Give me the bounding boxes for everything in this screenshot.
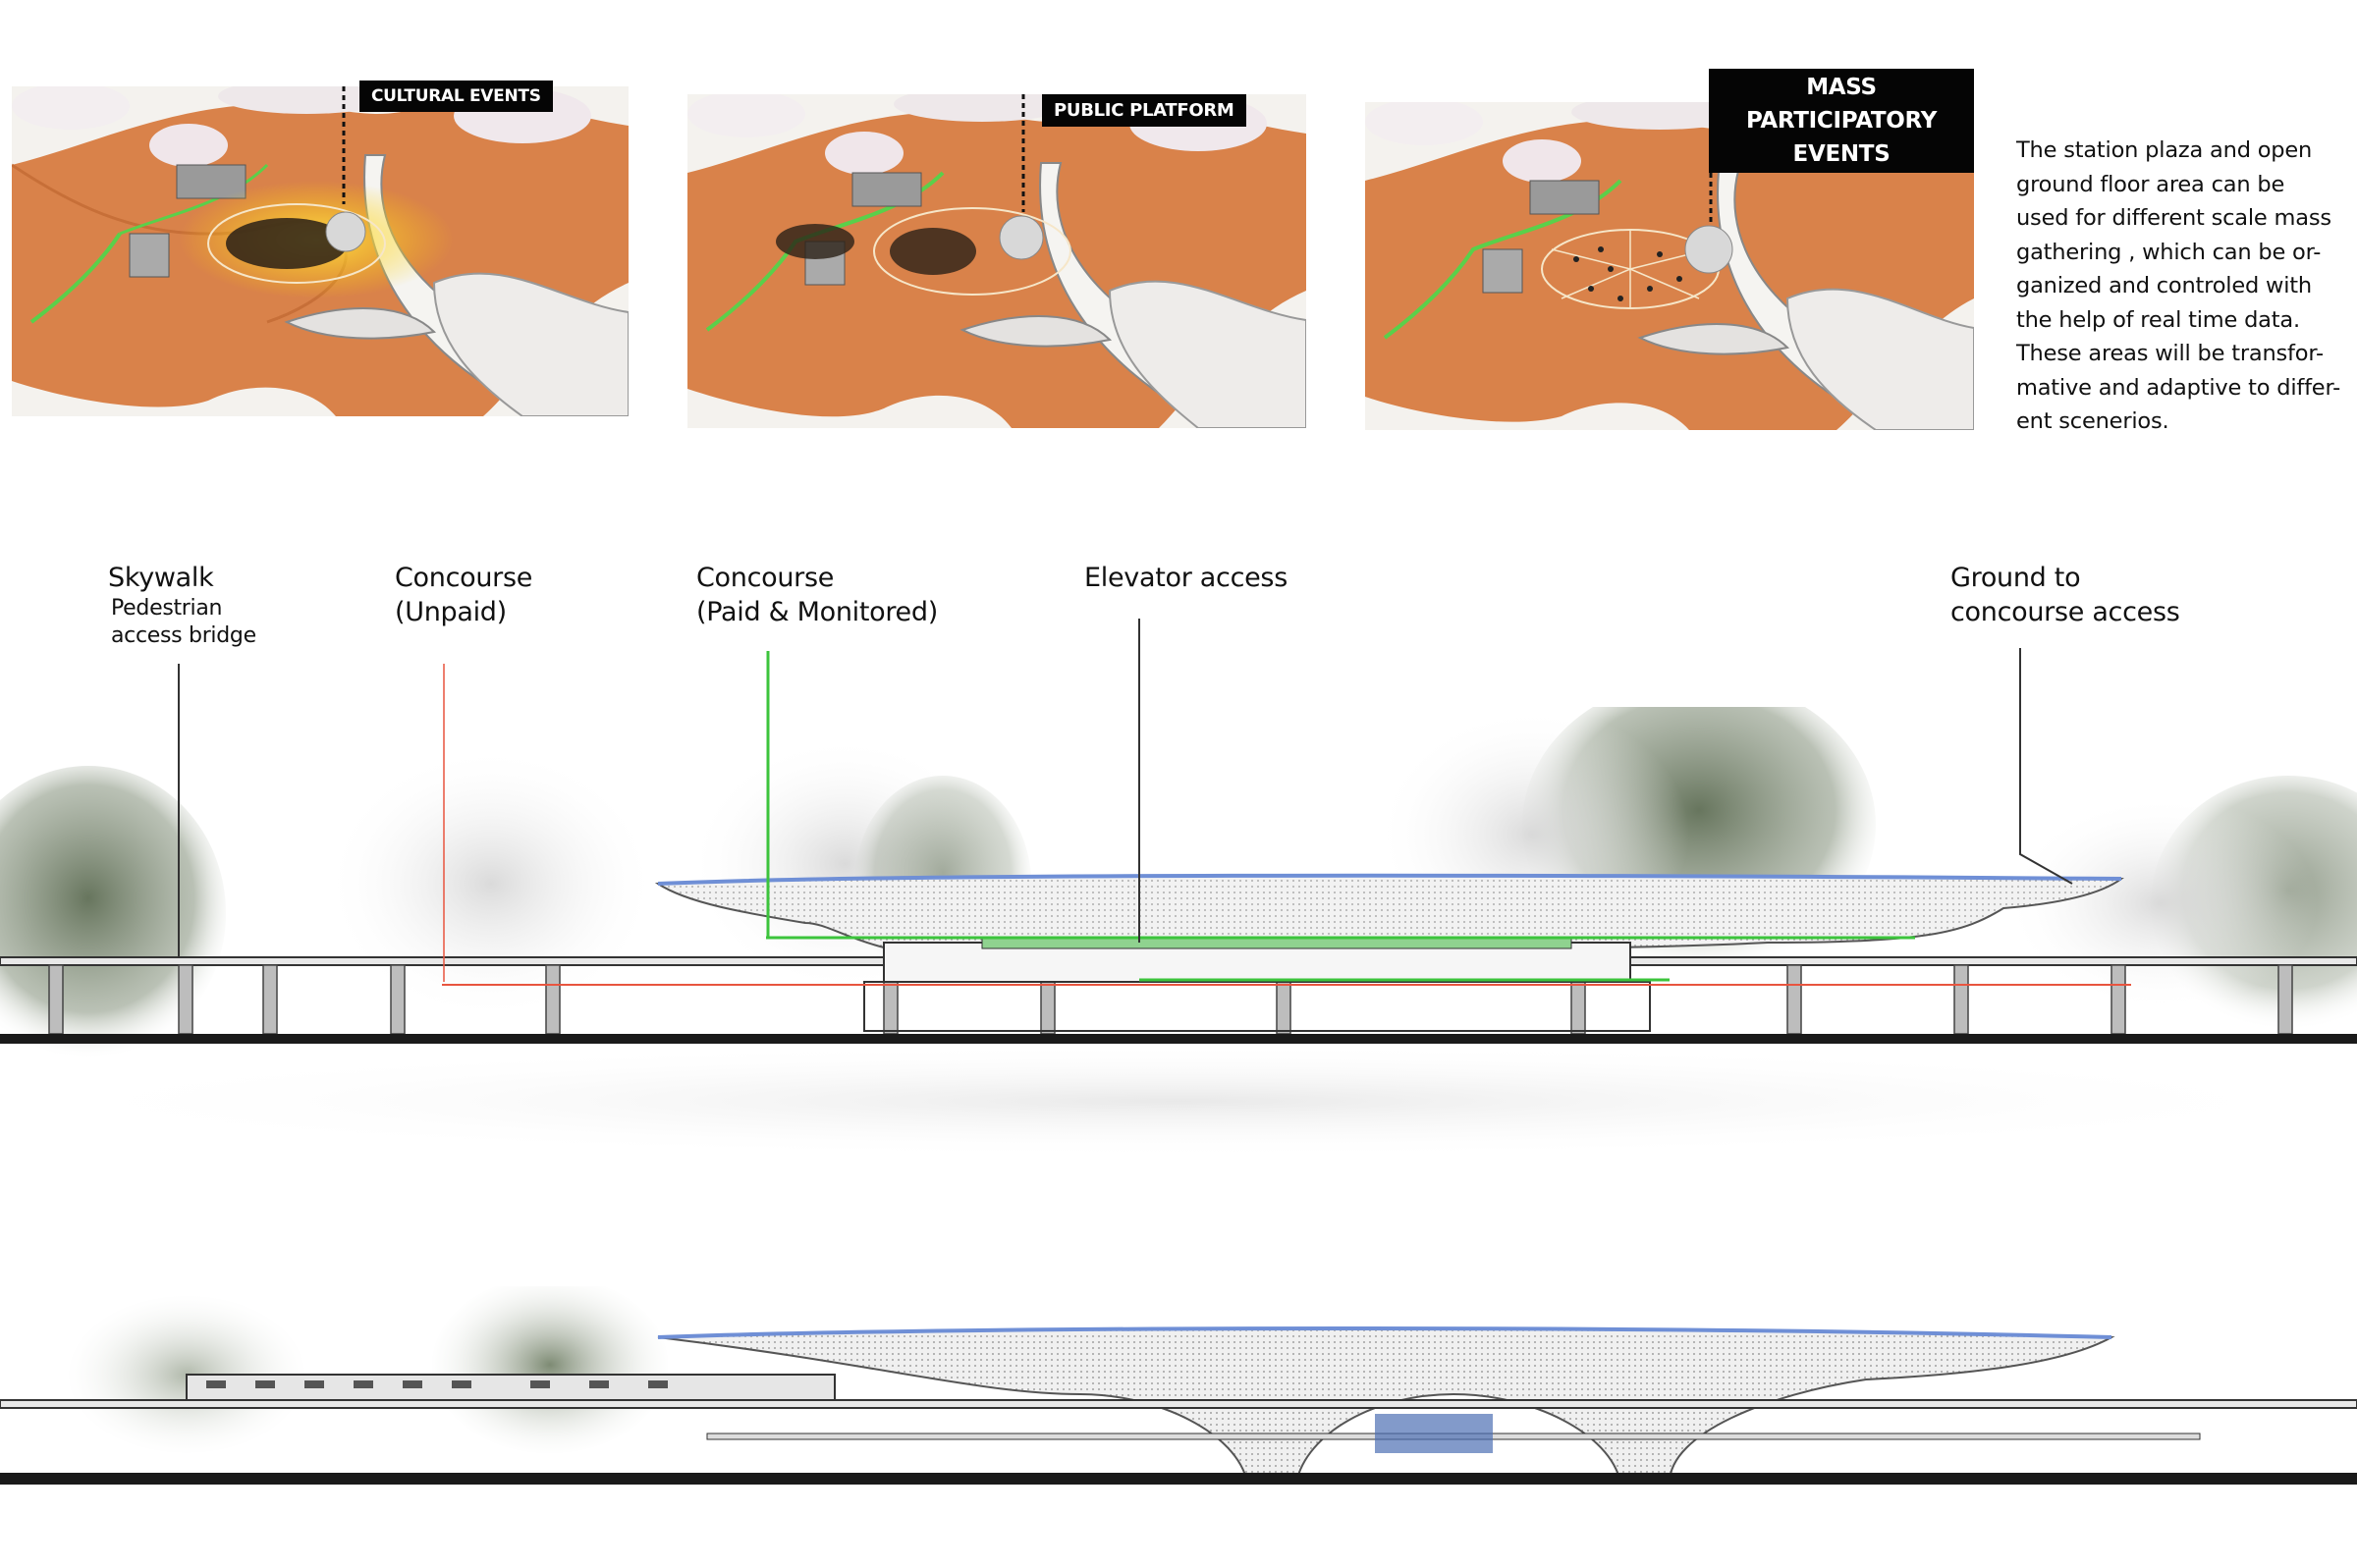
vignette-public-platform [687,94,1306,428]
callout-concourse-paid: Concourse (Paid & Monitored) [696,563,938,627]
callout-ground-to-concourse: Ground to concourse access [1950,563,2180,627]
plaza-illustration [687,94,1306,428]
plaza-illustration [1365,102,1974,430]
callout-skywalk-title: Skywalk [108,563,214,593]
callout-concourse-unpaid: Concourse (Unpaid) [395,563,533,627]
description-text: The station plaza and open ground floor … [2016,137,2340,434]
event-label-cultural: CULTURAL EVENTS [359,81,553,112]
station-section-with-train [0,1286,2357,1568]
event-label-public-platform: PUBLIC PLATFORM [1042,94,1246,127]
event-label-mass-participatory: MASS PARTICIPATORY EVENTS [1709,69,1974,173]
station-section-annotated [0,707,2357,1159]
callout-skywalk-subtitle: Pedestrian access bridge [111,596,256,648]
plaza-illustration [12,86,629,416]
vignette-cultural-events [12,86,629,416]
callout-elevator-access: Elevator access [1084,563,1288,593]
